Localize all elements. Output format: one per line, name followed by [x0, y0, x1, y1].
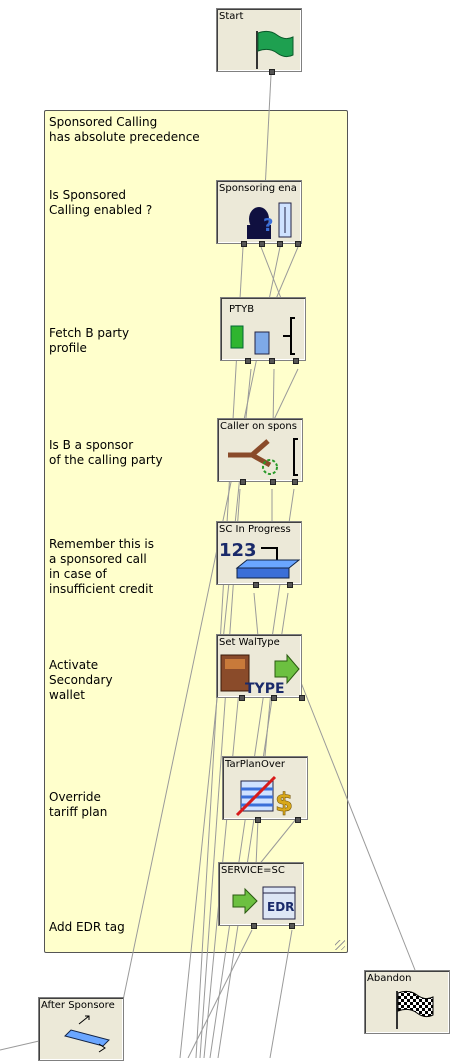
wallet-type-icon: TYPE: [220, 653, 300, 695]
node-tariff-plan-override[interactable]: TarPlanOver $: [222, 756, 308, 823]
exit-port[interactable]: [293, 358, 299, 364]
node-set-wallet-type[interactable]: Set WalType TYPE: [216, 634, 305, 701]
node-label: SERVICE=SC: [221, 865, 285, 876]
exit-port[interactable]: [269, 358, 275, 364]
node-label: Abandon: [367, 973, 412, 984]
node-label: SC In Progress: [219, 524, 291, 535]
node-label: Sponsoring ena: [219, 183, 297, 194]
profile-blocks-icon: [230, 317, 295, 355]
digits-text: 123: [219, 540, 257, 561]
dollar-text: $: [275, 788, 293, 817]
exit-port[interactable]: [277, 241, 283, 247]
node-label: PTYB: [229, 304, 255, 315]
checkered-flag-icon: [396, 990, 434, 1029]
node-after-sponsored[interactable]: After Sponsore: [38, 997, 124, 1061]
note-enabled: Is Sponsored Calling enabled ?: [49, 188, 153, 217]
note-override: Override tariff plan: [49, 790, 108, 819]
exit-port[interactable]: [270, 479, 276, 485]
node-label: Set WalType: [219, 637, 280, 648]
edr-text: EDR: [267, 900, 294, 914]
person-query-icon: ?: [247, 202, 292, 239]
tariff-override-icon: $: [235, 775, 293, 817]
exit-port[interactable]: [239, 695, 245, 701]
exit-port[interactable]: [253, 582, 259, 588]
exit-port[interactable]: [295, 241, 301, 247]
exit-port[interactable]: [240, 479, 246, 485]
note-activate: Activate Secondary wallet: [49, 658, 113, 702]
exit-port[interactable]: [241, 241, 247, 247]
exit-port[interactable]: [292, 479, 298, 485]
exit-port[interactable]: [259, 241, 265, 247]
edr-icon: EDR: [232, 886, 296, 920]
node-sponsoring-enabled[interactable]: Sponsoring ena ?: [216, 180, 302, 247]
node-label: After Sponsore: [41, 1000, 115, 1011]
branch-icon: [228, 438, 298, 476]
exit-port[interactable]: [269, 69, 275, 75]
green-flag-icon: [256, 30, 294, 69]
node-abandon[interactable]: Abandon: [364, 970, 450, 1034]
exit-port[interactable]: [299, 695, 305, 701]
node-service-sc[interactable]: SERVICE=SC EDR: [218, 862, 304, 929]
resize-grip[interactable]: [335, 940, 345, 950]
exit-port[interactable]: [295, 817, 301, 823]
node-start[interactable]: Start: [216, 8, 302, 75]
node-label: TarPlanOver: [225, 759, 286, 770]
exit-port[interactable]: [245, 358, 251, 364]
exit-port[interactable]: [251, 923, 257, 929]
exit-port[interactable]: [289, 923, 295, 929]
note-fetch: Fetch B party profile: [49, 326, 130, 355]
exit-port[interactable]: [255, 817, 261, 823]
exit-port[interactable]: [271, 695, 277, 701]
node-label: Caller on spons: [220, 421, 297, 432]
exit-port[interactable]: [287, 582, 293, 588]
note-edr: Add EDR tag: [49, 920, 125, 934]
note-precedence: Sponsored Calling has absolute precedenc…: [49, 115, 200, 144]
svg-text:?: ?: [263, 215, 273, 236]
set-number-icon: 123: [219, 540, 301, 579]
node-ptyb[interactable]: PTYB: [220, 297, 306, 364]
note-sponsor: Is B a sponsor of the calling party: [49, 438, 163, 467]
node-label: Start: [219, 11, 244, 22]
type-text: TYPE: [245, 681, 285, 695]
link-icon: [64, 1015, 110, 1053]
node-caller-on-sponsor[interactable]: Caller on spons: [217, 418, 303, 485]
note-remember: Remember this is a sponsored call in cas…: [49, 537, 154, 596]
node-sc-in-progress[interactable]: SC In Progress 123: [216, 521, 302, 588]
